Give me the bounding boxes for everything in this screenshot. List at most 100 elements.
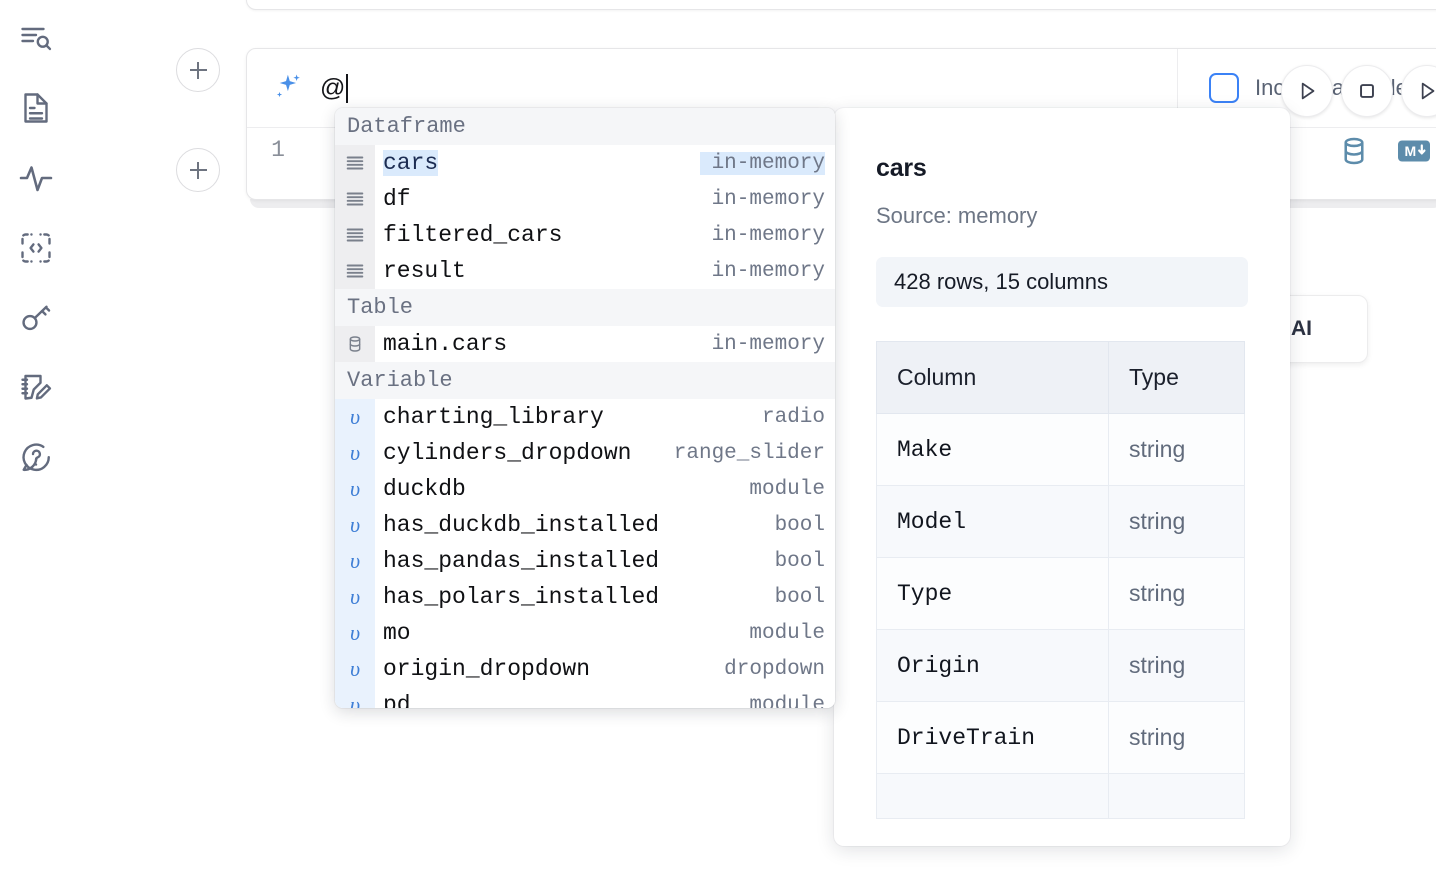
autocomplete-item-name: filtered_cars	[383, 222, 563, 248]
svg-text:M: M	[1405, 143, 1417, 159]
document-icon[interactable]	[16, 88, 56, 128]
add-cell-below-button[interactable]	[176, 148, 220, 192]
doc-column-type: string	[1108, 629, 1245, 702]
autocomplete-item-kind: module	[749, 477, 825, 501]
table-row	[876, 773, 1245, 819]
doc-column-type: string	[1108, 413, 1245, 486]
autocomplete-item-name: result	[383, 258, 466, 284]
list-lines-icon	[335, 217, 375, 253]
list-lines-icon	[335, 181, 375, 217]
variable-icon: υ	[335, 687, 375, 708]
sparkles-icon	[268, 69, 306, 107]
autocomplete-item[interactable]: filtered_cars in-memory	[335, 217, 835, 253]
autocomplete-item[interactable]: υ has_duckdb_installed bool	[335, 507, 835, 543]
variable-icon: υ	[335, 471, 375, 507]
ai-prompt-value: @	[320, 73, 346, 102]
key-icon[interactable]	[16, 298, 56, 338]
autocomplete-item-name: charting_library	[383, 404, 604, 430]
text-caret	[346, 73, 349, 103]
run-cell-button[interactable]	[1281, 65, 1333, 117]
doc-column-name	[876, 773, 1109, 819]
autocomplete-item[interactable]: df in-memory	[335, 181, 835, 217]
doc-source: Source: memory	[876, 203, 1038, 228]
doc-table-header-row: Column Type	[876, 341, 1245, 414]
file-search-icon[interactable]	[16, 18, 56, 58]
autocomplete-item-name: mo	[383, 620, 411, 646]
help-chat-icon[interactable]	[16, 438, 56, 478]
autocomplete-item-name: df	[383, 186, 411, 212]
code-brackets-icon[interactable]	[16, 228, 56, 268]
autocomplete-section-header: Dataframe	[335, 108, 835, 145]
autocomplete-item-name: has_pandas_installed	[383, 548, 660, 574]
autocomplete-item-kind: in-memory	[711, 259, 825, 283]
activity-pulse-icon[interactable]	[16, 158, 56, 198]
autocomplete-item-kind: in-memory	[711, 223, 825, 247]
code-editor-row: 1 M	[247, 128, 1436, 200]
autocomplete-item-kind: module	[749, 693, 825, 709]
include-all-code-checkbox[interactable]	[1209, 73, 1239, 103]
run-all-button[interactable]	[1401, 65, 1436, 117]
previous-cell[interactable]	[246, 0, 1436, 10]
completion-doc-panel: cars Source: memory 428 rows, 15 columns…	[834, 108, 1290, 846]
doc-column-name: DriveTrain	[876, 701, 1109, 774]
doc-column-name: Model	[876, 485, 1109, 558]
notebook-pencil-icon[interactable]	[16, 368, 56, 408]
line-number: 1	[271, 137, 285, 163]
autocomplete-item-kind: module	[749, 621, 825, 645]
autocomplete-item-name: cars	[383, 150, 439, 176]
variable-icon: υ	[335, 651, 375, 687]
variable-icon: υ	[335, 615, 375, 651]
list-lines-icon	[335, 253, 375, 289]
autocomplete-item-kind: bool	[774, 585, 825, 609]
autocomplete-item[interactable]: υ has_polars_installed bool	[335, 579, 835, 615]
add-cell-above-button[interactable]	[176, 48, 220, 92]
doc-column-type: string	[1108, 557, 1245, 630]
variable-icon: υ	[335, 399, 375, 435]
doc-column-name: Type	[876, 557, 1109, 630]
list-lines-icon	[335, 145, 375, 181]
database-icon[interactable]	[1337, 134, 1371, 168]
doc-column-type: string	[1108, 485, 1245, 558]
doc-column-type	[1108, 773, 1245, 819]
autocomplete-item-name: cylinders_dropdown	[383, 440, 632, 466]
autocomplete-item-name: has_duckdb_installed	[383, 512, 660, 538]
markdown-icon[interactable]: M	[1397, 134, 1431, 168]
stop-button[interactable]	[1341, 65, 1393, 117]
autocomplete-item-kind: in-memory	[711, 187, 825, 211]
variable-icon: υ	[335, 543, 375, 579]
ai-prompt-input[interactable]: @	[306, 49, 1177, 127]
autocomplete-item-name: has_polars_installed	[383, 584, 660, 610]
variable-icon: υ	[335, 435, 375, 471]
variable-icon: υ	[335, 579, 375, 615]
autocomplete-item-kind: bool	[774, 513, 825, 537]
run-controls	[1281, 65, 1436, 117]
variable-icon: υ	[335, 507, 375, 543]
left-icon-rail	[0, 0, 72, 874]
cell-type-tools: M	[1337, 128, 1436, 168]
autocomplete-item-kind: range_slider	[673, 441, 825, 465]
doc-shape-badge: 428 rows, 15 columns	[876, 257, 1248, 307]
database-icon	[335, 326, 375, 362]
autocomplete-item-kind: in-memory	[711, 332, 825, 356]
doc-col-header-column: Column	[876, 341, 1109, 414]
doc-col-header-type: Type	[1108, 341, 1245, 414]
autocomplete-item[interactable]: result in-memory	[335, 253, 835, 289]
doc-column-name: Origin	[876, 629, 1109, 702]
autocomplete-item-name: pd	[383, 692, 411, 708]
autocomplete-item[interactable]: υ cylinders_dropdown range_slider	[335, 435, 835, 471]
